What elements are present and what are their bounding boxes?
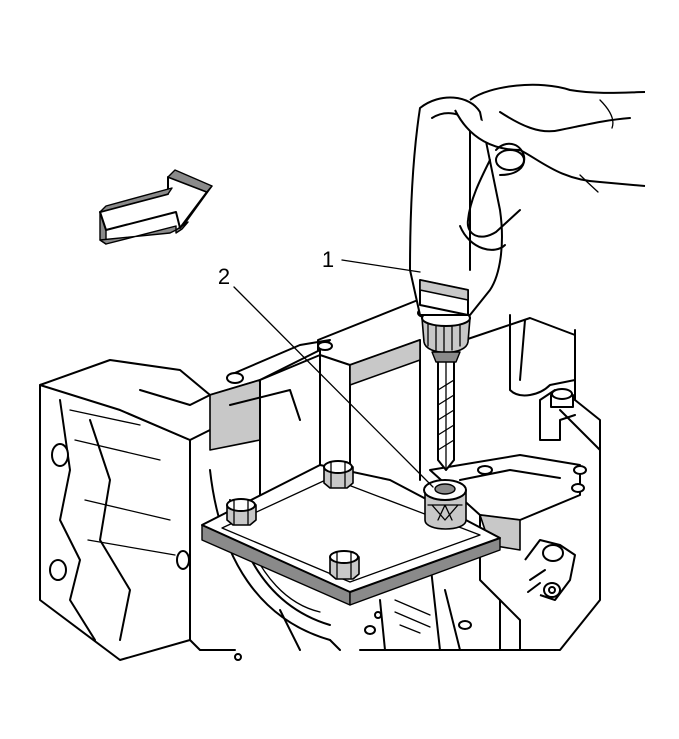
drill-guide-bushing <box>423 479 467 530</box>
fixture-bolt-3 <box>329 550 360 580</box>
direction-arrow-icon <box>99 169 213 245</box>
drill-body <box>409 96 503 316</box>
hand <box>454 83 646 251</box>
callout-1-label: 1 <box>322 247 334 272</box>
fixture-bolt-2 <box>323 460 354 489</box>
callout-1: 1 <box>322 247 421 273</box>
fixture-plate <box>201 464 501 606</box>
drill-bit <box>437 359 455 471</box>
callout-2: 2 <box>218 264 434 488</box>
sensor-bracket <box>458 539 576 630</box>
callout-2-label: 2 <box>218 264 230 289</box>
fixture-bolt-1 <box>226 498 257 526</box>
